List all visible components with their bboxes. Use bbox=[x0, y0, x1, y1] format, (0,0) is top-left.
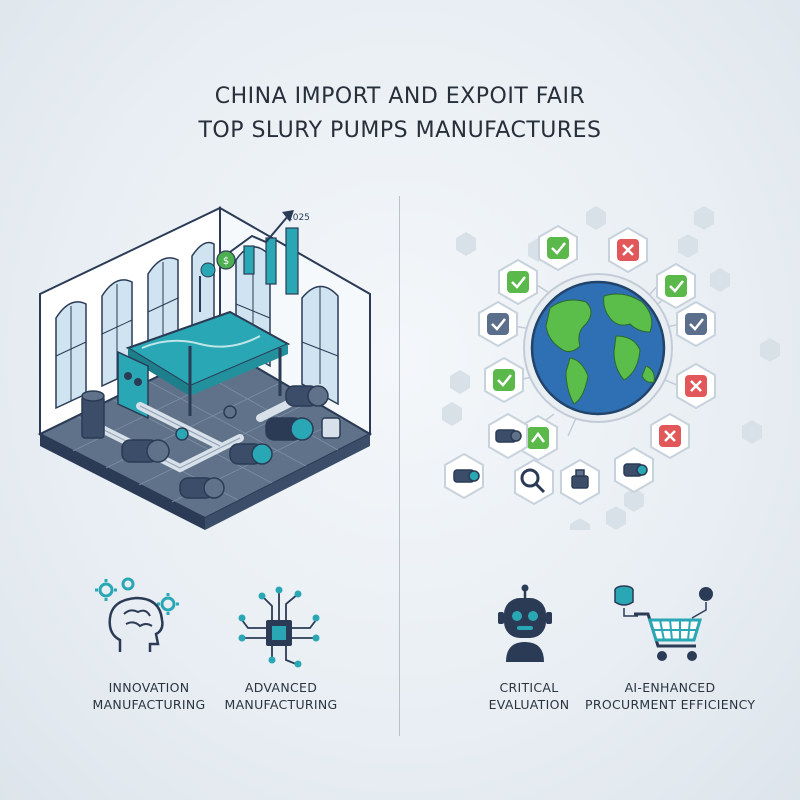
section-divider bbox=[399, 196, 400, 736]
factory-illustration: $ bbox=[37, 206, 373, 530]
feature-label-line-2: MANUFACTURING bbox=[92, 697, 206, 712]
feature-label-line-2: PROCURMENT EFFICIENCY bbox=[585, 697, 756, 712]
feature-label-line-1: AI-ENHANCED bbox=[624, 680, 716, 695]
feature-innovation-manufacturing: INNOVATION MANUFACTURING bbox=[74, 679, 224, 713]
title-line-1: CHINA IMPORT AND EXPOIT FAIR bbox=[214, 84, 586, 109]
robot-icon bbox=[498, 584, 552, 662]
feature-advanced-manufacturing: ADVANCED MANUFACTURING bbox=[206, 679, 356, 713]
title-line-2: TOP SLURY PUMPS MANUFACTURES bbox=[198, 118, 602, 143]
circuit-chip-icon bbox=[238, 586, 320, 668]
feature-label-line-2: MANUFACTURING bbox=[224, 697, 338, 712]
shopping-cart-icon bbox=[614, 585, 713, 661]
feature-label-line-2: EVALUATION bbox=[488, 697, 570, 712]
feature-label-line-1: CRITICAL bbox=[499, 680, 559, 695]
chart-year-label: 2025 bbox=[287, 213, 310, 223]
svg-text:$: $ bbox=[223, 256, 229, 267]
brain-gears-icon bbox=[95, 577, 179, 652]
globe-hex-illustration bbox=[442, 206, 780, 530]
feature-label-line-1: INNOVATION bbox=[108, 680, 190, 695]
feature-ai-procurement: AI-ENHANCED PROCURMENT EFFICIENCY bbox=[585, 679, 755, 713]
feature-critical-evaluation: CRITICAL EVALUATION bbox=[454, 679, 604, 713]
feature-label-line-1: ADVANCED bbox=[244, 680, 318, 695]
